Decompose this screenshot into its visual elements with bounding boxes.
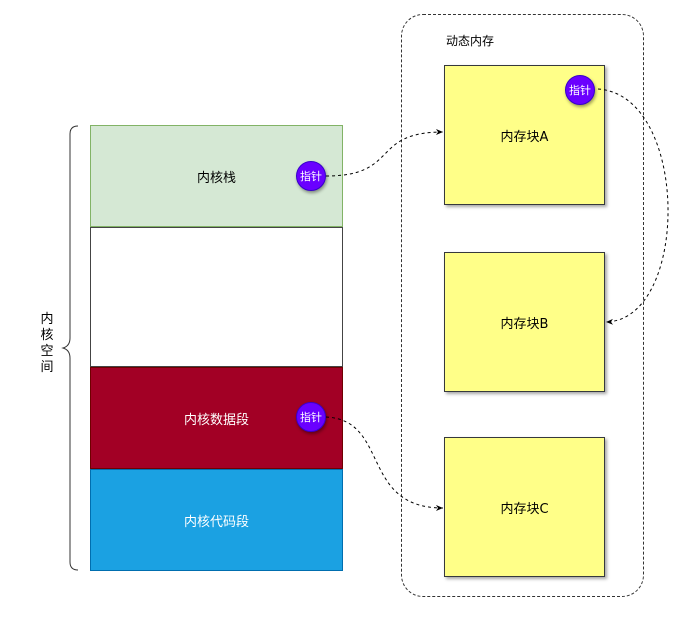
memory-block-b: 内存块B xyxy=(444,252,605,392)
kernel-code-label: 内核代码段 xyxy=(183,514,249,530)
memory-block-b-label: 内存块B xyxy=(500,316,549,332)
kernel-space-label: 内 核 空 间 xyxy=(40,312,54,375)
kernel-code-segment: 内核代码段 xyxy=(90,469,343,571)
dynamic-memory-region xyxy=(401,14,644,597)
arrow-data-to-c xyxy=(325,416,444,511)
dynamic-memory-label: 动态内存 xyxy=(446,34,495,48)
memory-block-c: 内存块C xyxy=(444,437,605,577)
arrow-stack-to-a xyxy=(325,129,444,177)
pointer-badge-stack: 指针 xyxy=(296,161,326,191)
memory-block-a-label: 内存块A xyxy=(500,129,549,145)
pointer-badge-data: 指针 xyxy=(296,402,326,432)
arrow-a-to-b xyxy=(597,88,669,325)
kernel-empty-segment xyxy=(90,227,343,367)
kernel-stack-label: 内核栈 xyxy=(196,170,236,186)
memory-block-a: 内存块A xyxy=(444,65,605,205)
kernel-data-label: 内核数据段 xyxy=(183,412,249,428)
memory-block-c-label: 内存块C xyxy=(500,501,549,517)
pointer-badge-block-a: 指针 xyxy=(565,75,595,105)
